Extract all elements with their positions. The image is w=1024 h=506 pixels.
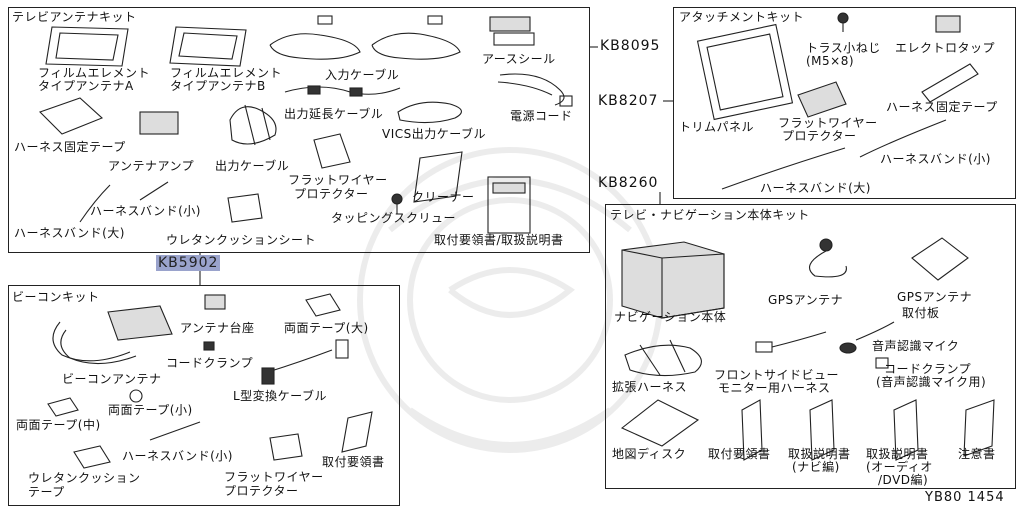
label-user-manual-av-2: (オーディオ xyxy=(866,460,933,474)
label-antenna-amp: アンテナアンプ xyxy=(108,159,195,173)
label-truss-screw-2: (M5×8) xyxy=(806,54,855,68)
label-user-manual-navi-1: 取扱説明書 xyxy=(788,447,851,461)
label-beacon-flat-wire-1: フラットワイヤー xyxy=(224,470,324,484)
label-front-view-1: フロントサイドビュー xyxy=(714,368,840,382)
label-tapping-screw: タッピングスクリュー xyxy=(331,211,457,225)
label-voice-mic: 音声認識マイク xyxy=(872,339,960,353)
label-cleaner: クリーナー xyxy=(412,190,475,204)
label-front-view-2: モニター用ハーネス xyxy=(718,381,831,395)
label-gps-antenna: GPSアンテナ xyxy=(768,293,844,307)
label-beacon-urethane-1: ウレタンクッション xyxy=(28,471,141,485)
label-navi-install-manual: 取付要領書 xyxy=(708,447,771,461)
label-film-b-1: フィルムエレメント xyxy=(170,66,283,80)
label-truss-screw-1: トラス小ねじ xyxy=(806,41,881,55)
label-beacon-install-manual: 取付要領書 xyxy=(322,455,385,469)
label-tv-flat-wire-2: プロテクター xyxy=(294,187,369,201)
attachment-kit-panel xyxy=(673,7,1016,199)
part-number-attach-kit: KB8207 xyxy=(598,93,659,109)
label-l-cable: L型変換ケーブル xyxy=(233,389,327,403)
label-attach-flat-wire-2: プロテクター xyxy=(782,129,857,143)
part-number-beacon-kit-highlighted[interactable]: KB5902 xyxy=(156,255,221,271)
footer-code: YB80 1454 xyxy=(925,490,1005,505)
navi-kit-title: テレビ・ナビゲーション本体キット xyxy=(610,208,810,222)
label-output-cable: 出力ケーブル xyxy=(215,159,290,173)
label-beacon-harness-band-small: ハーネスバンド(小) xyxy=(122,449,233,463)
label-navi-unit: ナビゲーション本体 xyxy=(614,310,727,324)
label-antenna-base: アンテナ台座 xyxy=(180,321,255,335)
label-vics-cable: VICS出力ケーブル xyxy=(382,127,487,141)
label-tv-harness-band-small: ハーネスバンド(小) xyxy=(90,204,201,218)
label-gps-plate-2: 取付板 xyxy=(902,306,940,320)
label-trim-panel: トリムパネル xyxy=(679,120,755,134)
label-double-tape-medium: 両面テープ(中) xyxy=(16,418,101,432)
part-number-tv-kit: KB8095 xyxy=(600,38,661,54)
label-earth-seal: アースシール xyxy=(482,52,556,66)
label-double-tape-small: 両面テープ(小) xyxy=(108,403,193,417)
label-tv-harness-tape: ハーネス固定テープ xyxy=(14,140,126,154)
label-attach-harness-tape: ハーネス固定テープ xyxy=(886,100,998,114)
label-input-cable: 入力ケーブル xyxy=(325,68,400,82)
navigation-kit-panel xyxy=(605,204,1016,489)
label-user-manual-av-1: 取扱説明書 xyxy=(866,447,929,461)
attach-kit-title: アタッチメントキット xyxy=(679,10,805,24)
label-attach-harness-band-small: ハーネスバンド(小) xyxy=(880,152,991,166)
label-tv-harness-band-large: ハーネスバンド(大) xyxy=(14,226,125,240)
label-map-disc: 地図ディスク xyxy=(612,447,687,461)
label-ext-harness: 拡張ハーネス xyxy=(612,380,688,394)
tv-antenna-kit-panel xyxy=(8,7,590,253)
label-attach-harness-band-large: ハーネスバンド(大) xyxy=(760,181,871,195)
label-film-a-2: タイプアンテナA xyxy=(38,79,134,93)
label-attach-flat-wire-1: フラットワイヤー xyxy=(778,116,878,130)
label-beacon-cord-clamp: コードクランプ xyxy=(166,356,254,370)
label-output-ext-cable: 出力延長ケーブル xyxy=(284,107,384,121)
label-beacon-flat-wire-2: プロテクター xyxy=(224,484,299,498)
label-film-b-2: タイプアンテナB xyxy=(170,79,266,93)
label-user-manual-av-3: /DVD編) xyxy=(878,473,929,487)
label-gps-plate-1: GPSアンテナ xyxy=(897,290,973,304)
label-user-manual-navi-2: (ナビ編) xyxy=(792,460,840,474)
part-number-navi-kit: KB8260 xyxy=(598,175,659,191)
tv-kit-title: テレビアンテナキット xyxy=(12,10,137,24)
beacon-kit-title: ビーコンキット xyxy=(12,290,100,304)
label-beacon-urethane-2: テープ xyxy=(28,485,65,499)
label-navi-cord-clamp-1: コードクランプ xyxy=(884,362,972,376)
label-tv-flat-wire-1: フラットワイヤー xyxy=(288,173,388,187)
label-navi-cord-clamp-2: (音声認識マイク用) xyxy=(876,375,987,389)
label-electro-tap: エレクトロタップ xyxy=(895,41,996,55)
label-tv-urethane: ウレタンクッションシート xyxy=(166,233,317,247)
label-power-cord: 電源コード xyxy=(510,109,573,123)
label-caution: 注意書 xyxy=(958,447,996,461)
label-double-tape-large: 両面テープ(大) xyxy=(284,321,369,335)
label-tv-manual: 取付要領書/取扱説明書 xyxy=(434,233,564,247)
label-film-a-1: フィルムエレメント xyxy=(38,66,151,80)
label-beacon-antenna: ビーコンアンテナ xyxy=(62,372,162,386)
